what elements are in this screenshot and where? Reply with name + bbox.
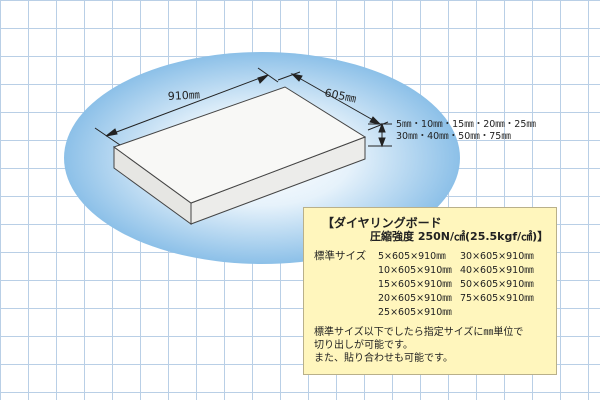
size-item: 15×605×910㎜ [378,279,452,290]
thickness-label-line2: 30㎜・40㎜・50㎜・75㎜ [396,131,511,142]
size-item: 5×605×910㎜ [378,251,446,262]
size-item: 20×605×910㎜ [378,293,452,304]
board-top [112,86,367,204]
size-item: 40×605×910㎜ [460,265,534,276]
length-dimension [94,67,279,146]
length-label: 910㎜ [167,88,200,103]
cutting-note: 標準サイズ以下でしたら指定サイズに㎜単位で 切り出しが可能です。 また、貼り合わ… [314,326,546,365]
compressive-strength: 圧縮強度 250N/㎠(25.5kgf/㎠)】 [370,230,549,243]
thickness-dimension [368,122,392,148]
width-dimension [277,71,389,131]
note-line: また、貼り合わせも可能です。 [314,353,453,364]
standard-sizes: 標準サイズ 5×605×910㎜ 30×605×910㎜ 10×605×910㎜… [314,250,546,319]
size-item: 10×605×910㎜ [378,265,452,276]
size-item: 75×605×910㎜ [460,293,534,304]
thickness-label-line1: 5㎜・10㎜・15㎜・20㎜・25㎜ [396,119,536,130]
board [112,86,367,225]
note-line: 標準サイズ以下でしたら指定サイズに㎜単位で [314,327,524,338]
size-item: 30×605×910㎜ [460,251,534,262]
size-item: 25×605×910㎜ [378,307,452,318]
size-item: 50×605×910㎜ [460,279,534,290]
sizes-label: 標準サイズ [314,250,367,262]
box-title: 【ダイヤリングボード [322,216,442,230]
note-line: 切り出しが可能です。 [314,340,413,351]
spec-box: 【ダイヤリングボード 圧縮強度 250N/㎠(25.5kgf/㎠)】 標準サイズ… [303,207,557,375]
